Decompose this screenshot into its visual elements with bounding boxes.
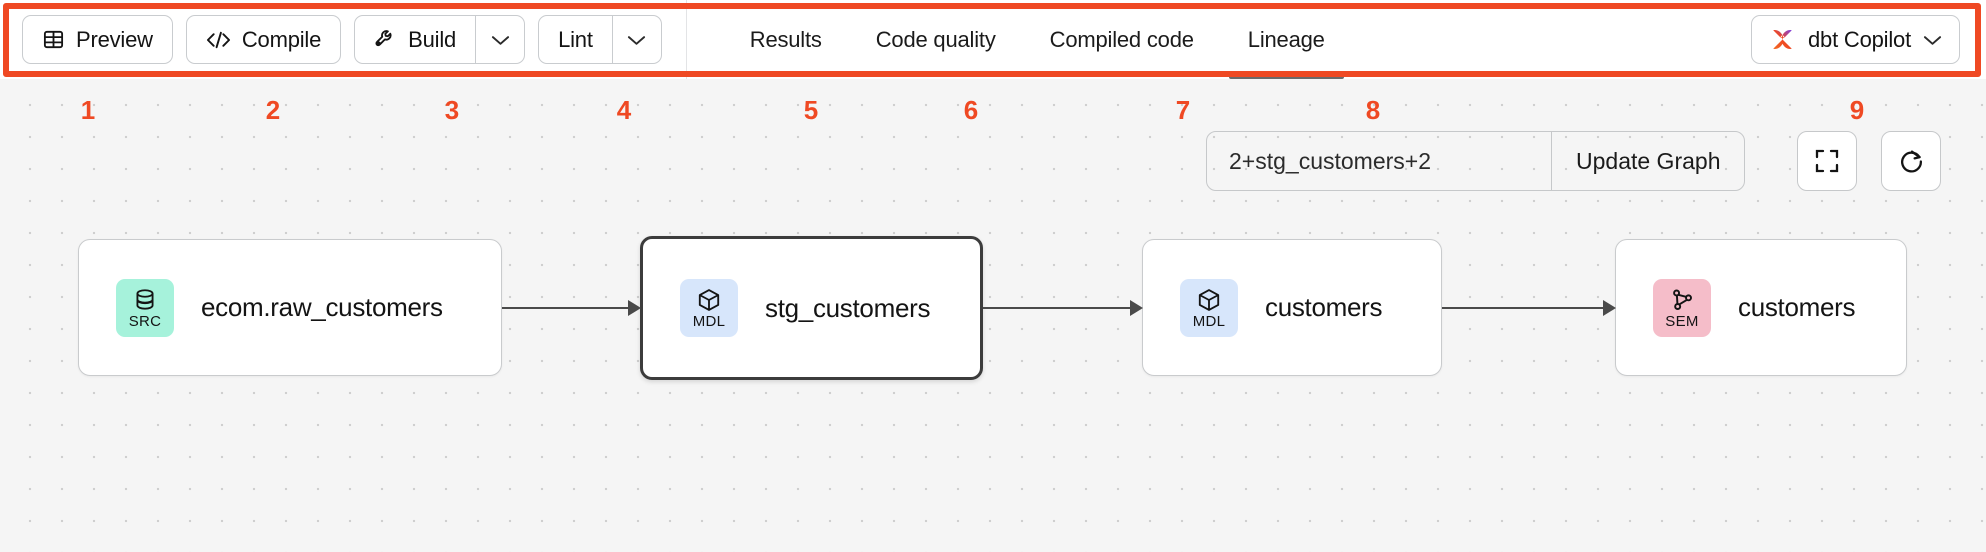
refresh-icon <box>1898 148 1925 175</box>
lineage-node-sem_customers[interactable]: SEM customers <box>1615 239 1907 376</box>
compile-button[interactable]: Compile <box>185 15 342 64</box>
lint-divider <box>611 16 613 63</box>
lineage-edge <box>1442 306 1604 309</box>
preview-button-label: Preview <box>76 26 153 52</box>
lint-button[interactable]: Lint <box>539 16 612 63</box>
semantic-icon <box>1669 287 1695 313</box>
cube-icon <box>1196 287 1222 313</box>
result-tabs: Results Code quality Compiled code Linea… <box>723 0 1352 79</box>
lineage-node-src_raw_customers[interactable]: SRC ecom.raw_customers <box>78 239 502 376</box>
dbt-copilot-button[interactable]: dbt Copilot <box>1751 15 1960 64</box>
lint-dropdown-toggle[interactable] <box>613 16 661 63</box>
lint-split-button[interactable]: Lint <box>538 15 662 64</box>
node-badge-label: MDL <box>1192 312 1226 330</box>
lineage-edge-arrowhead <box>628 299 641 316</box>
update-graph-label: Update Graph <box>1576 147 1721 174</box>
build-button[interactable]: Build <box>355 16 475 63</box>
tab-lineage-label: Lineage <box>1247 26 1325 52</box>
tab-results-label: Results <box>749 26 822 52</box>
build-split-button[interactable]: Build <box>354 15 526 64</box>
tab-compiled-code[interactable]: Compiled code <box>1023 0 1221 79</box>
node-label: stg_customers <box>765 292 931 323</box>
top-toolbar: Preview Compile <box>0 0 1986 79</box>
database-icon <box>132 287 158 313</box>
toolbar-separator <box>685 0 687 79</box>
node-badge-src: SRC <box>116 278 174 337</box>
annotation-number-1: 1 <box>80 95 96 125</box>
tab-code-quality-label: Code quality <box>875 26 996 52</box>
node-badge-sem: SEM <box>1653 278 1711 337</box>
tab-lineage[interactable]: Lineage <box>1221 0 1352 79</box>
lineage-node-stg_customers[interactable]: MDL stg_customers <box>640 236 983 380</box>
wrench-icon <box>374 28 397 51</box>
annotation-number-8: 8 <box>1365 95 1381 125</box>
lineage-edge-arrowhead <box>1130 300 1143 316</box>
selector-divider <box>1551 132 1552 190</box>
node-label: customers <box>1738 292 1856 322</box>
lineage-node-mdl_customers[interactable]: MDL customers <box>1142 239 1442 376</box>
build-divider <box>475 16 477 63</box>
annotation-number-9: 9 <box>1849 95 1865 125</box>
lint-button-label: Lint <box>558 26 593 52</box>
annotation-number-6: 6 <box>963 95 979 125</box>
lineage-edge-arrowhead <box>1603 299 1616 316</box>
dbt-copilot-icon <box>1769 26 1796 53</box>
annotation-number-7: 7 <box>1175 95 1191 125</box>
annotation-number-4: 4 <box>616 95 632 125</box>
node-label: ecom.raw_customers <box>201 292 443 322</box>
node-badge-label: MDL <box>692 313 726 330</box>
update-graph-button[interactable]: Update Graph <box>1552 132 1744 190</box>
lineage-edge <box>502 306 629 309</box>
node-badge-mdl: MDL <box>1180 278 1238 337</box>
dbt-copilot-label: dbt Copilot <box>1808 26 1911 52</box>
tab-results[interactable]: Results <box>723 0 849 79</box>
tab-code-quality[interactable]: Code quality <box>849 0 1023 79</box>
annotation-number-2: 2 <box>265 95 281 125</box>
tab-compiled-code-label: Compiled code <box>1049 26 1194 52</box>
refresh-graph-button[interactable] <box>1881 131 1941 191</box>
fit-view-button[interactable] <box>1797 131 1857 191</box>
fullscreen-icon <box>1814 148 1840 174</box>
chevron-down-icon <box>627 34 646 46</box>
code-icon <box>206 29 231 51</box>
node-label: customers <box>1265 292 1383 322</box>
build-dropdown-toggle[interactable] <box>476 16 524 63</box>
table-icon <box>42 28 65 51</box>
compile-button-label: Compile <box>241 26 322 52</box>
node-selector-input[interactable] <box>1207 132 1551 190</box>
cube-icon <box>696 287 722 313</box>
node-badge-mdl: MDL <box>680 279 738 337</box>
toolbar-actions: Preview Compile <box>0 15 662 64</box>
chevron-down-icon <box>491 34 510 46</box>
node-badge-label: SRC <box>128 312 162 330</box>
node-badge-label: SEM <box>1665 312 1699 330</box>
annotation-number-5: 5 <box>803 95 819 125</box>
annotation-number-3: 3 <box>444 95 460 125</box>
node-selector-bar[interactable]: Update Graph <box>1206 131 1746 191</box>
preview-button[interactable]: Preview <box>22 15 173 64</box>
chevron-down-icon <box>1923 34 1942 46</box>
lineage-edge <box>983 307 1131 309</box>
build-button-label: Build <box>408 26 457 52</box>
